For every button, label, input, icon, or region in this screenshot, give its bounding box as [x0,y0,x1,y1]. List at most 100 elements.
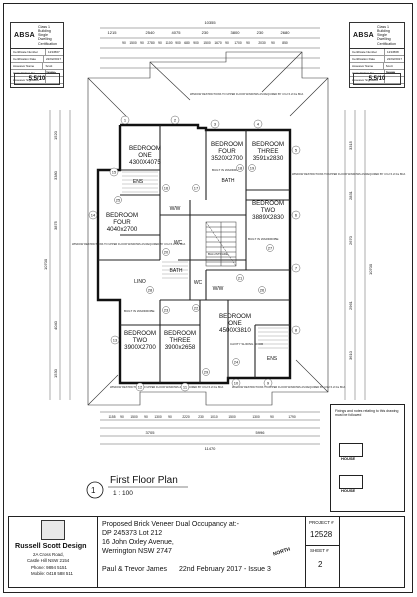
project-line-2: DP 245373 Lot 212 [102,530,163,537]
window-number: 22 [194,306,199,311]
room-dims: 3520X2700 [211,155,243,162]
balustrade-label: BALUSTRADE [208,252,228,256]
window-restriction-note: WINDOW RESTRICTIONS TO UPPER FLOOR WINDO… [232,385,346,389]
dimension-text: 90 [246,41,250,45]
dimension-text: 90 [144,415,148,419]
window-number: 20 [164,250,169,255]
roof-outline [87,51,329,406]
company-mobile: Mobile: 0418 588 511 [31,571,73,576]
window-number: 25 [116,198,121,203]
dimension-text: 90 [122,41,126,45]
window-number: 16 [164,186,169,191]
cavity-sliding-door-label: CAVITY SLIDING DOOR [230,342,264,346]
dimension-text: 3800 [231,30,241,35]
dimension-text: 1300 [252,415,260,419]
window-number: 27 [268,246,273,251]
dimension-text: 2680 [281,30,291,35]
service-labels: ENS ENS W/W W/W BATH BATH WC WC LINO [133,178,278,362]
window-number: 24 [234,360,239,365]
dimension-text: 1500 [228,415,236,419]
right-dimension-text: 3315 2831 2670 10700 2961 3610 [348,140,373,360]
window-restriction-note: WINDOW RESTRICTIONS TO UPPER FLOOR WINDO… [72,242,186,246]
house-logo-icon [339,443,363,457]
dimension-text: 3875 [53,220,58,230]
absa-row-label: Assessor Name [11,62,44,69]
window-number: 14 [91,213,96,218]
dimension-text: 90 [225,41,229,45]
window-tags: 1 2 3 4 5 6 7 8 9 10 11 12 13 14 15 16 1… [88,115,301,392]
window-number: 8 [295,328,298,333]
plan-title: First Floor Plan [110,475,178,486]
dimension-text: 90 [158,41,162,45]
room-dims: 4300X4075 [129,159,161,166]
dimension-text: 2670 [348,235,353,245]
dimension-text: 230 [257,30,264,35]
dimension-text: 2780 [147,41,155,45]
project-number-panel: PROJECT # 12528 SHEET # 2 [305,517,340,587]
dimension-text: 90 [270,415,274,419]
dimension-text: 4040 [53,320,58,330]
room-sub: ONE [228,320,241,327]
wet-area-hatch [122,171,288,349]
built-in-wardrobe-label: BUILT IN WARDROBE [124,309,154,313]
absa-logo: ABSA [353,31,375,39]
absa-row-label: Assessor Name [350,62,384,69]
dimension-text: 1010 [210,415,218,419]
plan-number-circle [86,481,104,499]
dimension-text: 90 [140,41,144,45]
absa-row-value: 22/02/2017 [386,56,402,61]
stair [205,221,237,267]
room-sub: TWO [261,207,276,214]
sheet-number: 2 [318,560,323,569]
side-dimension-lines [49,110,366,400]
dimension-text: 5996 [256,430,266,435]
dimension-text: 2961 [348,300,353,310]
absa-row-label: Certificate Number [11,48,46,55]
wiw-label: W/W [213,286,224,292]
dimension-text: 3315 [348,140,353,150]
absa-row-value: 10055 [387,70,396,75]
window-number: 12 [138,385,143,390]
dimension-text: 1520 [53,130,58,140]
window-number: 13 [113,338,118,343]
bottom-dimension-lines [100,411,320,445]
top-dimension-lines [100,27,320,69]
dimension-text: 1670 [214,41,222,45]
room-name: BEDROOM [129,145,161,152]
absa-certificate-right: ABSA Class 1 Building Single Dwelling Ce… [349,22,405,88]
room-sub: FOUR [218,148,236,155]
window-number: 11 [183,385,188,390]
dimension-text: 1700 [234,41,242,45]
window-number: 10 [234,381,239,386]
window-number: 1 [124,118,127,123]
room-dims: 3900X2700 [124,344,156,351]
plan-scale: 1 : 100 [113,490,133,497]
dimension-text: 11470 [205,446,217,451]
company-address-1: 2A Cross Road, [33,552,64,557]
top-dimension-text: 10355 1215 2540 4075 230 3800 230 2680 [108,20,291,35]
dimension-text: 3610 [348,350,353,360]
ens-label: ENS [133,179,144,185]
absa-row-label: Assessor Signature [350,76,385,83]
room-dims: 3889X2830 [252,214,284,221]
window-number: 17 [194,186,199,191]
absa-row-value: Scott Design [45,63,55,74]
room-sub: THREE [258,148,279,155]
window-number: 23 [164,308,169,313]
wc-label: WC [174,240,183,246]
window-number: 15 [112,170,117,175]
dimension-text: 1530 [53,368,58,378]
window-number: 29 [204,370,209,375]
dimension-text: 90 [168,415,172,419]
top-dimension-text-row2: 90 1500 90 2780 90 1100 900 680 900 1500… [122,41,288,45]
built-in-wardrobe-label: BUILT IN WARDROBE [248,237,278,241]
room-name: BEDROOM [252,141,284,148]
project-line-1: Proposed Brick Veneer Dual Occupancy at:… [102,521,239,528]
window-restriction-note: WINDOW RESTRICTIONS TO UPPER FLOOR WINDO… [190,92,304,96]
room-name: BEDROOM [219,313,251,320]
room-sub: TWO [133,337,148,344]
absa-logo: ABSA [14,31,36,39]
absa-row-label: Certification Date [11,55,44,62]
room-dims: 4040x2700 [107,226,138,233]
